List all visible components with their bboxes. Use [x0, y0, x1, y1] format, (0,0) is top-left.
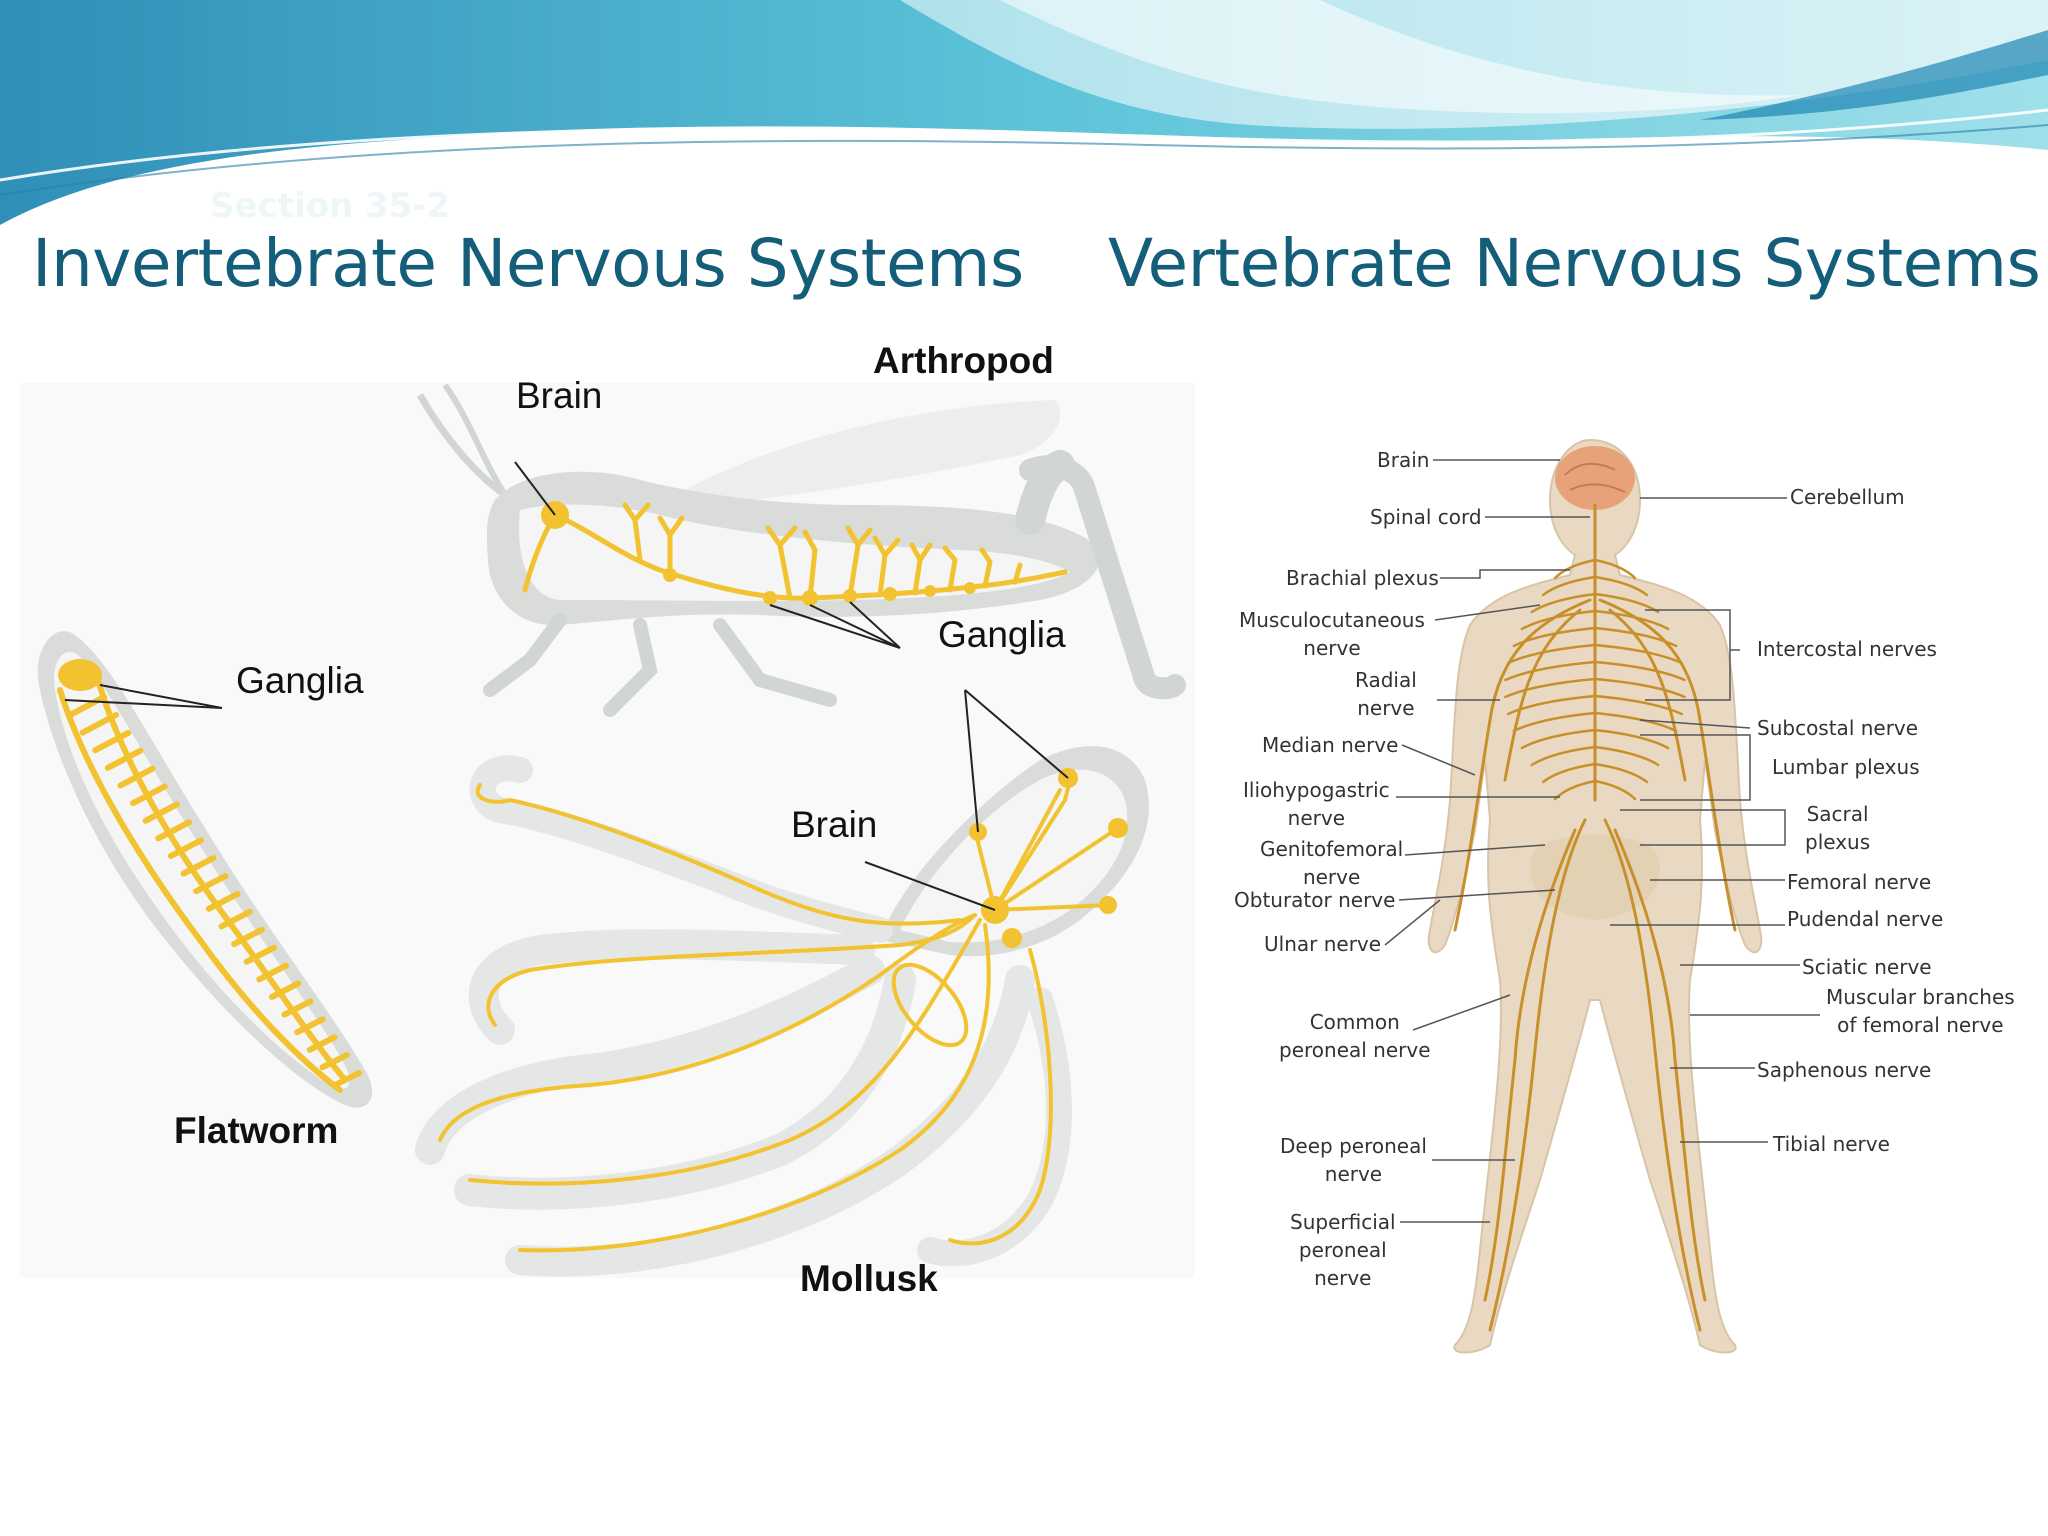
label-cerebellum: Cerebellum — [1790, 485, 1905, 509]
label-intercostal: Intercostal nerves — [1757, 637, 1937, 661]
header-wave — [0, 0, 2048, 225]
section-label: Section 35-2 — [210, 186, 451, 226]
intercostal-nerve-branch — [1512, 711, 1597, 733]
intercostal-nerve-branch — [1541, 762, 1597, 784]
flatworm-transverse-nerve — [117, 765, 156, 789]
label-deep-peroneal: Deep peroneal nerve — [1280, 1134, 1427, 1186]
flatworm-transverse-nerve — [79, 711, 120, 736]
intercostal-nerve-branch — [1520, 728, 1597, 750]
flatworm-transverse-nerve — [167, 837, 205, 859]
label-lumbar: Lumbar plexus — [1772, 755, 1920, 779]
flatworm-transverse-nerve — [281, 998, 314, 1018]
mollusk-name: Mollusk — [800, 1258, 938, 1299]
flatworm-ganglia-label: Ganglia — [236, 660, 364, 701]
flatworm-transverse-nerve — [193, 873, 229, 895]
intercostal-nerve-branch — [1593, 575, 1649, 597]
flatworm-transverse-nerve — [243, 944, 277, 965]
label-brain: Brain — [1377, 448, 1430, 472]
arthropod-figure — [416, 383, 1186, 717]
title-invertebrate: Invertebrate Nervous Systems — [32, 225, 1024, 302]
label-musculocutaneous: Musculocutaneous nerve — [1239, 608, 1425, 660]
intercostal-nerve-branch — [1507, 694, 1597, 716]
intercostal-nerve-branch — [1593, 779, 1637, 801]
arthropod-ganglia-label: Ganglia — [938, 614, 1066, 655]
intercostal-nerve-branch — [1593, 745, 1660, 767]
arthropod-brain-label: Brain — [516, 375, 603, 416]
flatworm-transverse-nerve — [104, 747, 144, 771]
label-subcostal: Subcostal nerve — [1757, 716, 1919, 740]
flatworm-transverse-nerve — [67, 694, 107, 718]
mollusk-brain-label: Brain — [791, 804, 878, 845]
intercostal-nerve-branch — [1520, 609, 1597, 631]
intercostal-nerve-branch — [1530, 745, 1597, 767]
label-median: Median nerve — [1262, 733, 1399, 757]
flatworm-transverse-nerve — [231, 926, 265, 948]
label-obturator: Obturator nerve — [1234, 888, 1396, 912]
label-saphenous: Saphenous nerve — [1757, 1058, 1932, 1082]
flatworm-transverse-nerve — [130, 783, 168, 807]
flatworm-transverse-nerve — [332, 1070, 362, 1088]
intercostal-nerve-branch — [1593, 609, 1670, 631]
flatworm-figure — [37, 631, 373, 1108]
label-sciatic: Sciatic nerve — [1802, 955, 1932, 979]
intercostal-nerve-branch — [1593, 558, 1637, 580]
flatworm-name: Flatworm — [174, 1110, 339, 1151]
intercostal-nerve-branch — [1593, 762, 1649, 784]
label-sacral: Sacral plexus — [1805, 802, 1871, 854]
label-femoral: Femoral nerve — [1787, 870, 1932, 894]
label-spinal-cord: Spinal cord — [1370, 505, 1482, 529]
mollusk-figure — [415, 689, 1149, 1277]
flatworm-transverse-nerve — [256, 962, 290, 983]
intercostal-nerve-branch — [1530, 592, 1597, 614]
intercostal-nerve-branch — [1593, 626, 1678, 648]
intercostal-nerve-branch — [1593, 694, 1683, 716]
intercostal-nerve-branch — [1593, 677, 1686, 699]
intercostal-nerve-branch — [1553, 558, 1597, 580]
intercostal-nerve-branch — [1504, 677, 1597, 699]
label-tibial: Tibial nerve — [1773, 1132, 1890, 1156]
flatworm-transverse-nerve — [218, 908, 253, 930]
label-genitofemoral: Genitofemoral nerve — [1260, 837, 1404, 889]
label-ulnar: Ulnar nerve — [1264, 932, 1382, 956]
flatworm-transverse-nerve — [92, 729, 132, 754]
flatworm-transverse-nerve — [155, 819, 192, 842]
label-iliohypogastric: Iliohypogastric nerve — [1243, 778, 1390, 830]
arthropod-name: Arthropod — [873, 340, 1054, 381]
flatworm-transverse-nerve — [180, 855, 217, 877]
intercostal-nerve-branch — [1507, 643, 1597, 665]
flatworm-transverse-nerve — [294, 1016, 326, 1036]
flatworm-transverse-nerve — [306, 1034, 338, 1053]
title-vertebrate: Vertebrate Nervous Systems — [1108, 225, 2041, 302]
label-muscular-branches: Muscular branches of femoral nerve — [1826, 985, 2015, 1037]
flatworm-transverse-nerve — [319, 1052, 350, 1071]
label-common-peroneal: Common peroneal nerve — [1279, 1010, 1431, 1062]
label-superficial-peroneal: Superficial peroneal nerve — [1290, 1210, 1396, 1290]
intercostal-nerve-branch — [1504, 660, 1597, 682]
flatworm-transverse-nerve — [268, 980, 302, 1000]
label-pudendal: Pudendal nerve — [1787, 907, 1944, 931]
intercostal-nerve-branch — [1541, 575, 1597, 597]
intercostal-nerve-branch — [1593, 660, 1686, 682]
flatworm-transverse-nerve — [142, 801, 180, 824]
flatworm-transverse-nerve — [205, 890, 241, 912]
intercostal-nerve-branch — [1593, 643, 1683, 665]
label-radial: Radial nerve — [1355, 668, 1417, 720]
label-brachial-plexus: Brachial plexus — [1286, 566, 1439, 590]
intercostal-nerve-branch — [1512, 626, 1597, 648]
intercostal-nerve-branch — [1593, 728, 1670, 750]
